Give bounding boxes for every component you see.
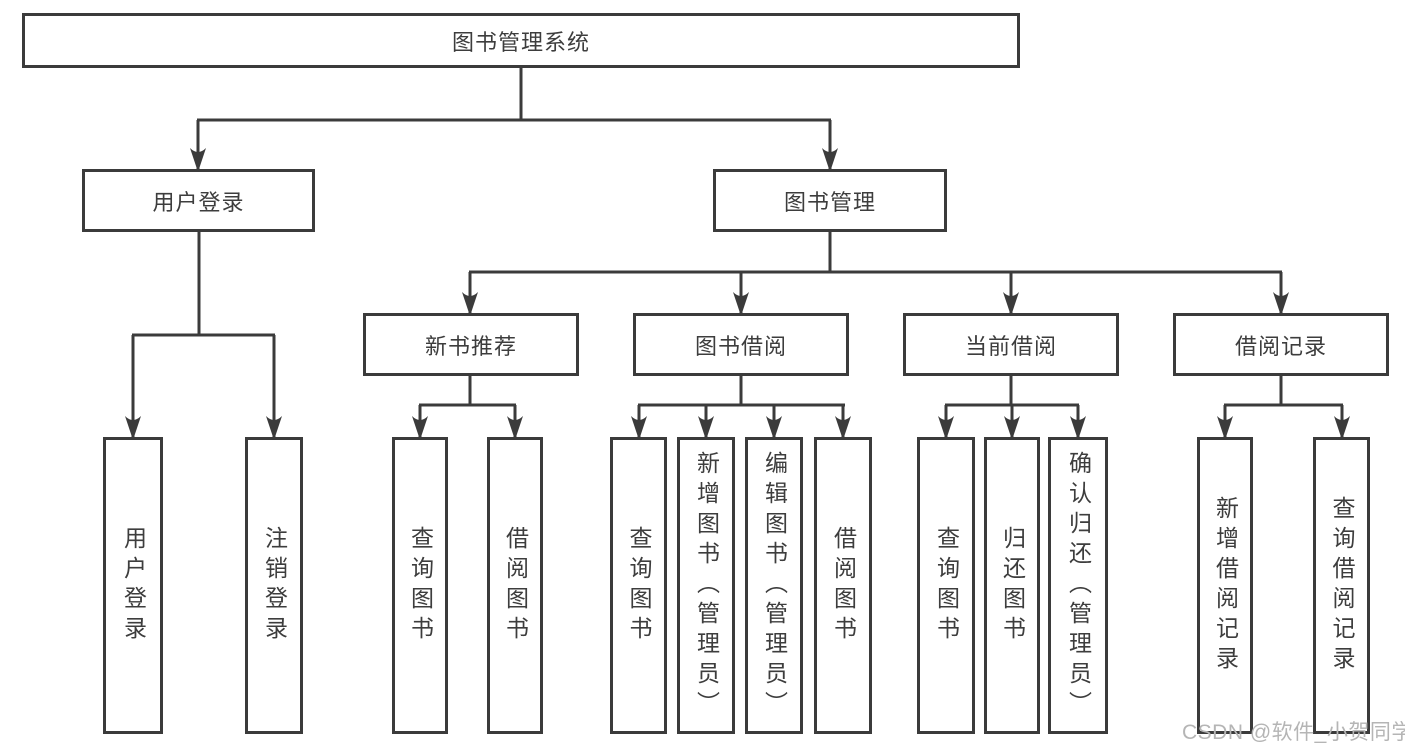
edge-new-books-children [412,376,523,440]
leaf-query-books-1: 查询图书 [392,437,448,734]
leaf-label: 编辑图书（管理员） [761,450,788,721]
edge-root-to-level2 [190,68,838,172]
leaf-logout: 注销登录 [245,437,303,734]
csdn-watermark: CSDN @软件_小贺同学 [1182,721,1405,744]
node-user-login: 用户登录 [82,169,315,232]
leaf-user-login: 用户登录 [103,437,163,734]
edge-current-borrow-children [938,376,1086,440]
node-label: 用户登录 [152,189,245,215]
edge-book-borrow-children [631,376,851,440]
leaf-label: 借阅图书 [502,525,529,646]
node-label: 新书推荐 [424,333,517,359]
leaf-label: 查询图书 [407,525,434,646]
leaf-borrow-books-1: 借阅图书 [487,437,543,734]
leaf-query-books-2: 查询图书 [610,437,667,734]
node-label: 当前借阅 [964,333,1057,359]
edge-borrow-records-children [1217,376,1350,440]
leaf-label: 归还图书 [999,525,1026,646]
leaf-borrow-books-2: 借阅图书 [814,437,872,734]
node-new-book-recommend: 新书推荐 [363,313,579,376]
leaf-label: 新增图书（管理员） [693,450,720,721]
leaf-label: 查询图书 [933,525,960,646]
leaf-add-borrow-record: 新增借阅记录 [1197,437,1253,734]
node-borrow-records: 借阅记录 [1173,313,1389,376]
leaf-query-borrow-record: 查询借阅记录 [1313,437,1370,734]
leaf-edit-books-admin: 编辑图书（管理员） [745,437,803,734]
leaf-label: 查询借阅记录 [1329,495,1355,676]
node-root-system: 图书管理系统 [22,13,1020,68]
edge-book-management-children [462,232,1289,316]
node-label: 图书管理 [783,189,876,215]
node-book-borrow: 图书借阅 [633,313,849,376]
leaf-label: 用户登录 [120,525,147,646]
leaf-label: 查询图书 [626,525,652,646]
edge-user-login-children [125,232,282,440]
node-book-management: 图书管理 [713,169,947,232]
leaf-add-books-admin: 新增图书（管理员） [677,437,735,734]
node-label: 借阅记录 [1234,333,1327,359]
node-label: 图书借阅 [694,333,787,359]
leaf-label: 确认归还（管理员） [1065,450,1092,721]
leaf-return-books: 归还图书 [984,437,1040,734]
leaf-label: 借阅图书 [830,525,857,646]
leaf-confirm-return-admin: 确认归还（管理员） [1048,437,1108,734]
leaf-query-books-3: 查询图书 [917,437,975,734]
leaf-label: 新增借阅记录 [1212,495,1239,676]
node-label: 图书管理系统 [451,29,590,55]
node-current-borrow: 当前借阅 [903,313,1119,376]
leaf-label: 注销登录 [261,525,288,646]
